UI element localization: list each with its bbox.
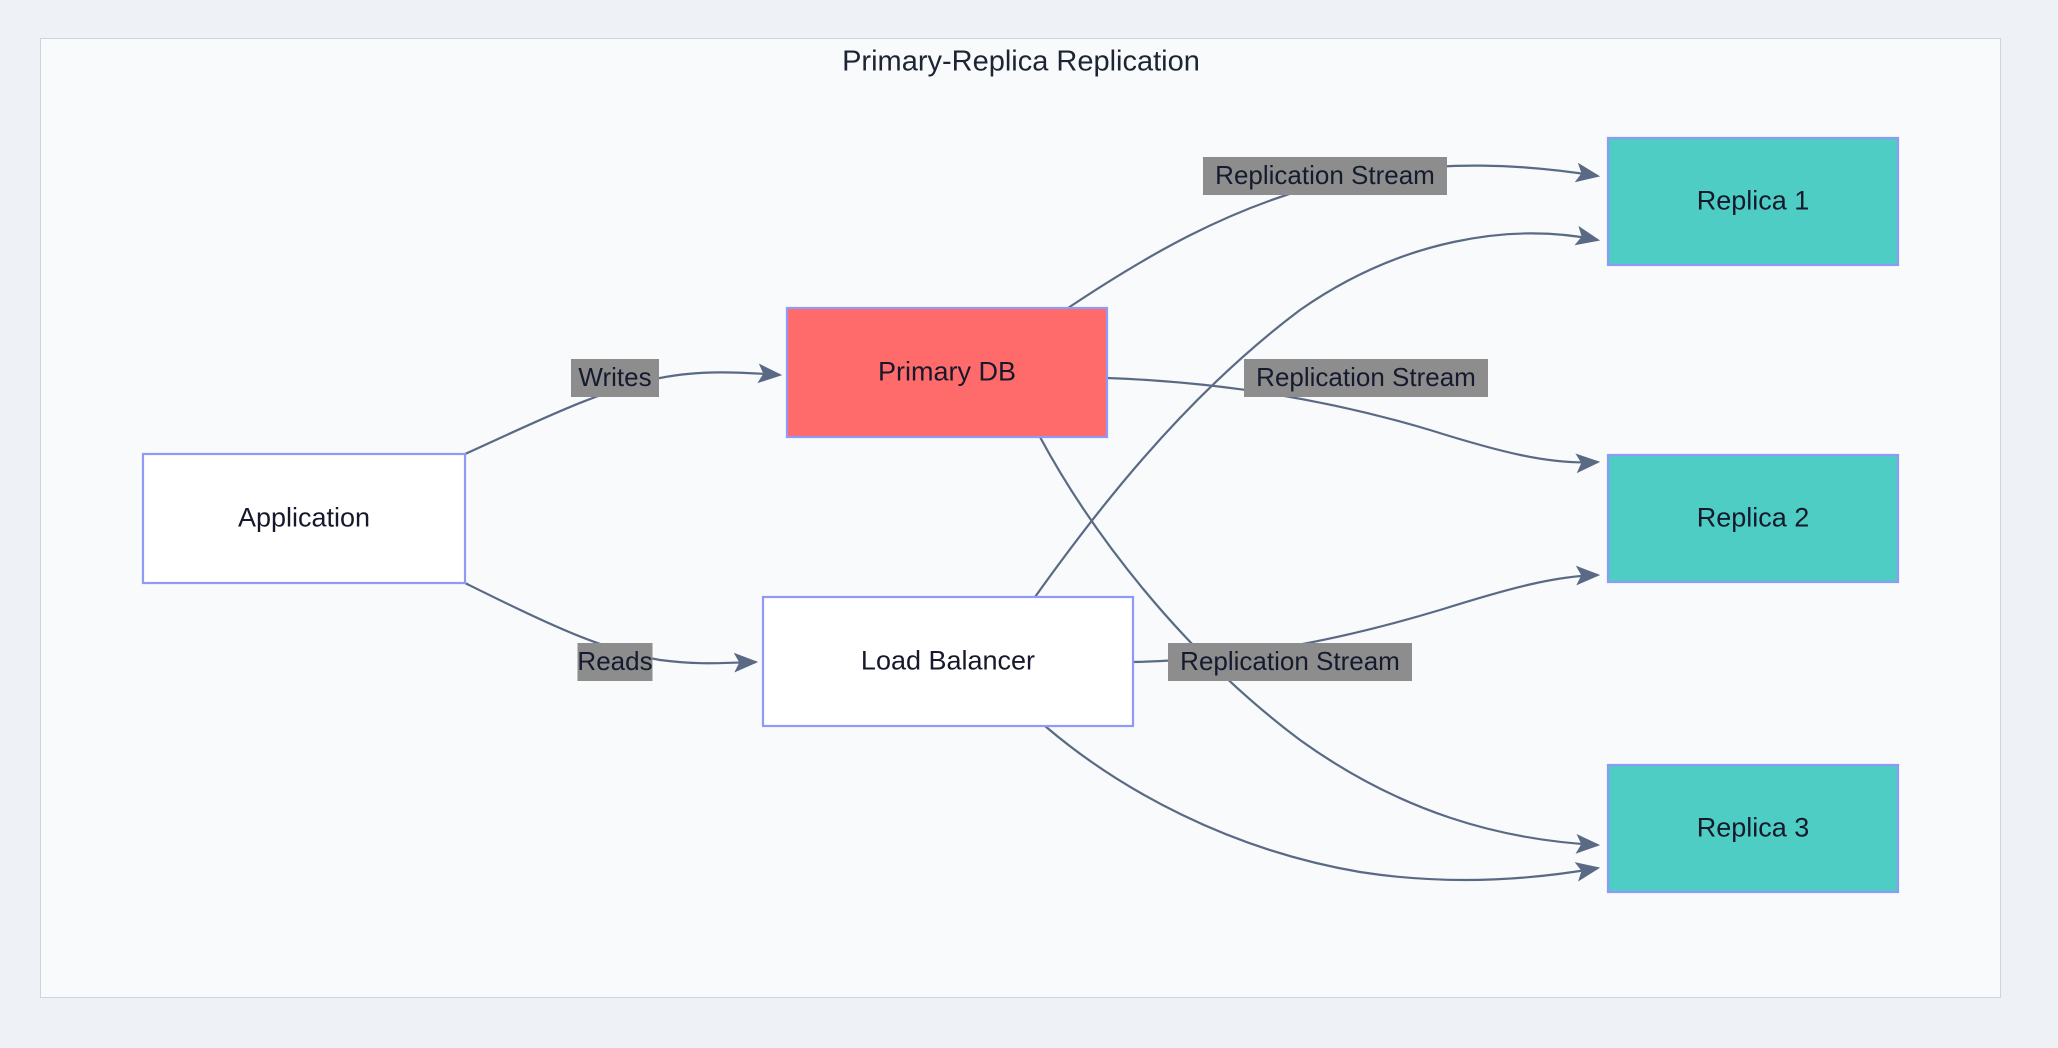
edge-label-primary-to-rep1: Replication Stream <box>1203 157 1447 195</box>
edge-label-plate-primary-to-rep2 <box>1244 359 1488 397</box>
edge-primary-to-rep3 <box>1039 436 1601 854</box>
edge-path-lb-to-rep3 <box>1044 725 1601 882</box>
edge-path-primary-to-rep3 <box>1039 436 1601 854</box>
edge-label-text-primary-to-rep2: Replication Stream <box>1256 362 1476 392</box>
diagram-title: Primary-Replica Replication <box>842 46 1200 78</box>
edge-label-text-primary-to-rep1: Replication Stream <box>1215 160 1435 190</box>
edge-label-plate-app-to-primary <box>571 359 659 397</box>
edge-label-plate-primary-to-rep1 <box>1203 157 1447 195</box>
node-application[interactable]: Application <box>141 452 467 585</box>
edge-label-text-app-to-lb: Reads <box>577 646 652 676</box>
edge-label-text-lb-to-rep2: Replication Stream <box>1180 646 1400 676</box>
node-box-replica_1 <box>1606 136 1900 267</box>
node-primary_db[interactable]: Primary DB <box>785 306 1109 439</box>
node-replica_2[interactable]: Replica 2 <box>1606 453 1900 584</box>
edge-label-app-to-lb: Reads <box>577 643 653 681</box>
edge-label-plate-app-to-lb <box>577 643 653 681</box>
edge-label-app-to-primary: Writes <box>571 359 659 397</box>
node-label-replica_1: Replica 1 <box>1697 186 1810 216</box>
node-replica_1[interactable]: Replica 1 <box>1606 136 1900 267</box>
edges-layer <box>464 162 1601 882</box>
node-box-replica_3 <box>1606 763 1900 894</box>
node-load_balancer[interactable]: Load Balancer <box>761 595 1135 728</box>
node-label-replica_3: Replica 3 <box>1697 813 1810 843</box>
edge-label-lb-to-rep2: Replication Stream <box>1168 643 1412 681</box>
node-box-primary_db <box>785 306 1109 439</box>
edge-path-lb-to-rep1 <box>1034 225 1601 598</box>
edge-lb-to-rep1 <box>1034 225 1601 598</box>
node-label-primary_db: Primary DB <box>878 357 1016 387</box>
edge-primary-to-rep2 <box>1106 376 1601 474</box>
edge-path-primary-to-rep2 <box>1106 376 1601 474</box>
node-label-application: Application <box>238 503 370 533</box>
node-label-load_balancer: Load Balancer <box>861 646 1035 676</box>
edge-lb-to-rep3 <box>1044 725 1601 882</box>
edge-label-plate-lb-to-rep2 <box>1168 643 1412 681</box>
node-label-replica_2: Replica 2 <box>1697 503 1810 533</box>
node-box-application <box>141 452 467 585</box>
node-replica_3[interactable]: Replica 3 <box>1606 763 1900 894</box>
node-box-load_balancer <box>761 595 1135 728</box>
edge-label-text-app-to-primary: Writes <box>578 362 651 392</box>
node-box-replica_2 <box>1606 453 1900 584</box>
edge-label-primary-to-rep2: Replication Stream <box>1244 359 1488 397</box>
